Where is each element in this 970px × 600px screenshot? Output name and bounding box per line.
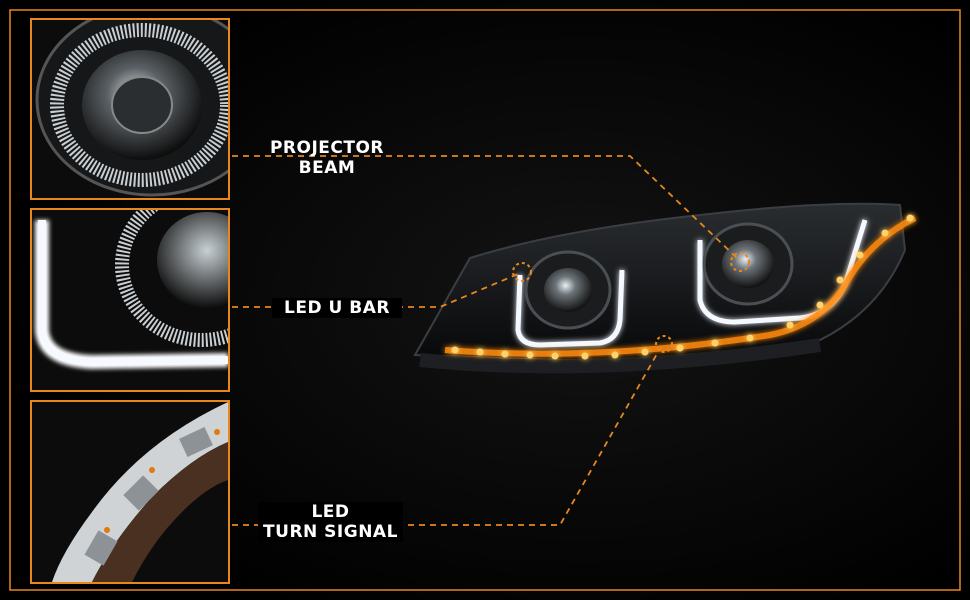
label-turn-line1: LED	[311, 502, 350, 522]
label-projector-line1: PROJECTOR	[269, 138, 385, 158]
label-projector-beam: PROJECTOR BEAM	[262, 138, 392, 178]
outer-frame	[9, 9, 961, 591]
label-led-turn-signal: LED TURN SIGNAL	[258, 502, 403, 542]
callout-line-turn	[232, 344, 663, 526]
led-u-bar	[515, 269, 625, 348]
thumbnail-led-turn-signal	[30, 400, 230, 584]
callout-targets	[512, 252, 750, 353]
label-led-u-bar: LED U BAR	[272, 298, 402, 318]
label-turn-line2: TURN SIGNAL	[263, 522, 398, 542]
target-turn	[655, 335, 673, 353]
thumbnail-projector-beam	[30, 18, 230, 200]
amber-leds	[451, 214, 914, 360]
projector-left	[524, 250, 612, 330]
target-projector	[730, 252, 750, 272]
target-ubar	[512, 262, 532, 282]
label-ubar-line1: LED U BAR	[284, 298, 390, 318]
callout-line-projector	[232, 155, 738, 259]
label-projector-line2: BEAM	[298, 158, 356, 178]
thumbnail-led-u-bar	[30, 208, 230, 392]
